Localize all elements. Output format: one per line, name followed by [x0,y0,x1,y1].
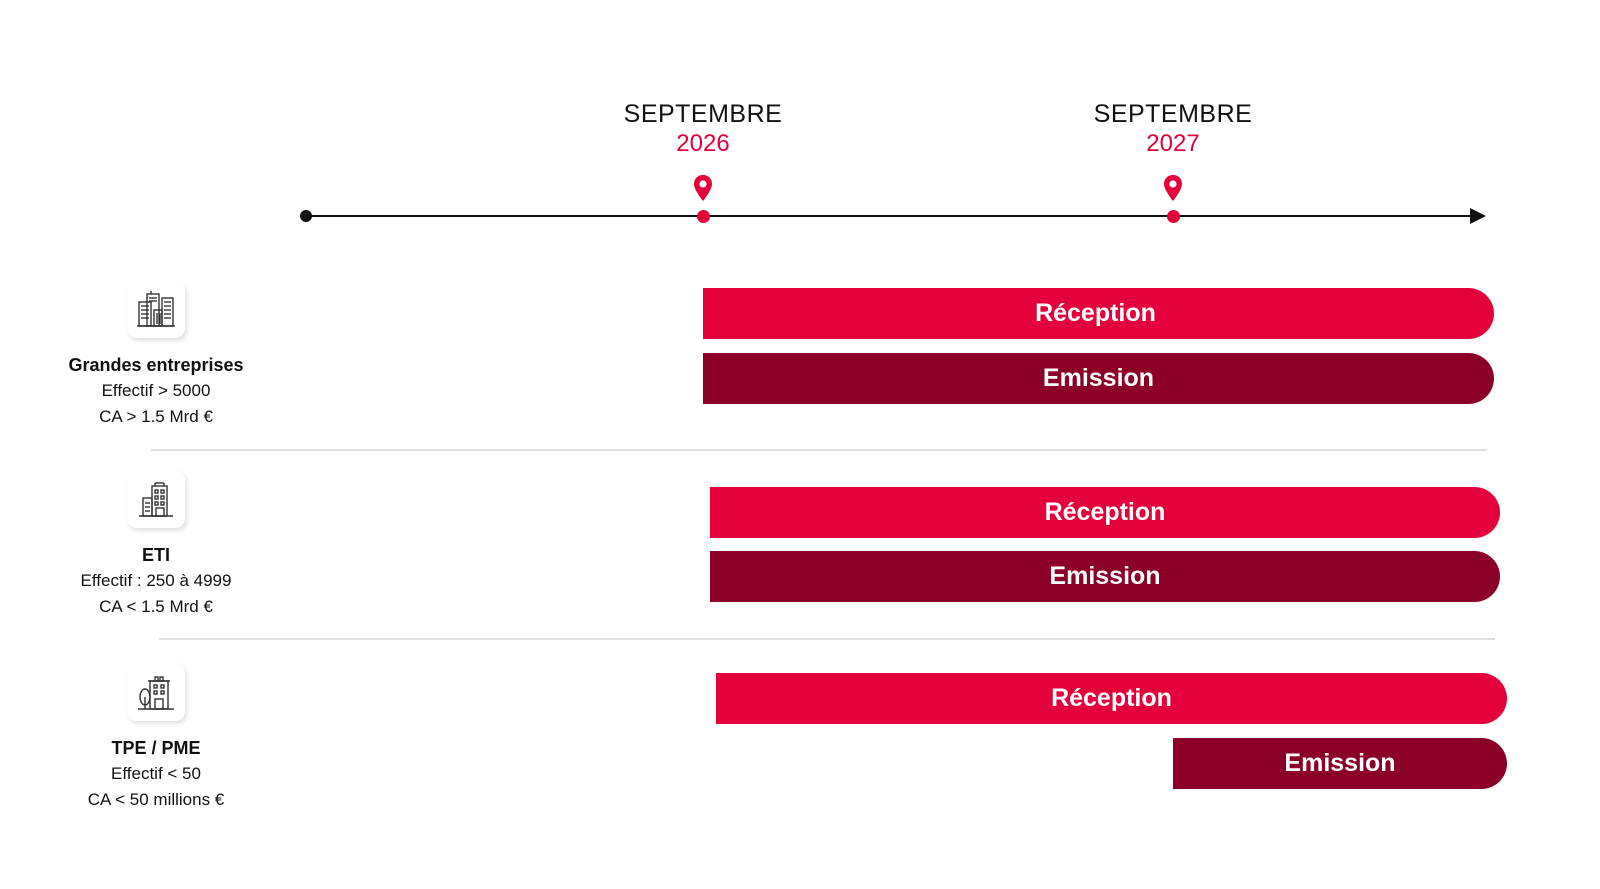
bar-label: Réception [1035,299,1156,327]
category-detail: Effectif : 250 à 4999 [80,571,232,590]
timeline-start-dot [300,210,312,222]
milestone-year: 2027 [1146,130,1200,157]
category-detail: Effectif < 50 [111,764,201,783]
category-icon-tile [127,470,185,528]
category-tpe-pme: TPE / PME Effectif < 50 CA < 50 millions… [31,735,281,813]
office-building-icon [139,482,173,517]
map-pin-icon [1164,175,1182,201]
category-eti: ETI Effectif : 250 à 4999 CA < 1.5 Mrd € [31,542,281,620]
category-detail: Effectif > 5000 [101,381,211,400]
row-divider [159,638,1495,640]
emission-bar: Emission [710,551,1500,602]
category-title: TPE / PME [111,738,201,758]
category-title: Grandes entreprises [68,355,244,375]
bar-label: Emission [1042,364,1155,392]
milestone-dot [1167,210,1180,223]
milestone-2027-label: SEPTEMBRE 2027 [1063,99,1283,159]
bar-label: Réception [1044,498,1166,526]
reception-bar: Réception [710,487,1500,538]
category-grandes-entreprises: Grandes entreprises Effectif > 5000 CA >… [31,352,281,430]
reception-bar: Réception [703,288,1494,339]
bar-label: Emission [1284,749,1396,777]
category-icon-tile [127,663,185,721]
milestone-year: 2026 [676,130,730,157]
milestone-month: SEPTEMBRE [1093,100,1253,128]
milestone-dot [697,210,710,223]
skyscrapers-icon [137,291,175,327]
emission-bar: Emission [1173,738,1507,789]
category-detail: CA < 1.5 Mrd € [99,597,213,616]
timeline-arrow-icon [1470,208,1486,224]
bar-label: Emission [1049,562,1161,590]
timeline-axis [306,215,1476,217]
small-building-tree-icon [138,676,174,710]
category-detail: CA < 50 millions € [87,790,225,809]
reception-bar: Réception [716,673,1507,724]
milestone-2026-label: SEPTEMBRE 2026 [593,99,813,159]
map-pin-icon [694,175,712,201]
milestone-month: SEPTEMBRE [623,100,783,128]
bar-label: Réception [1051,684,1172,712]
row-divider [151,449,1487,451]
category-icon-tile [127,280,185,338]
emission-bar: Emission [703,353,1494,404]
category-detail: CA > 1.5 Mrd € [99,407,213,426]
category-title: ETI [141,545,170,565]
